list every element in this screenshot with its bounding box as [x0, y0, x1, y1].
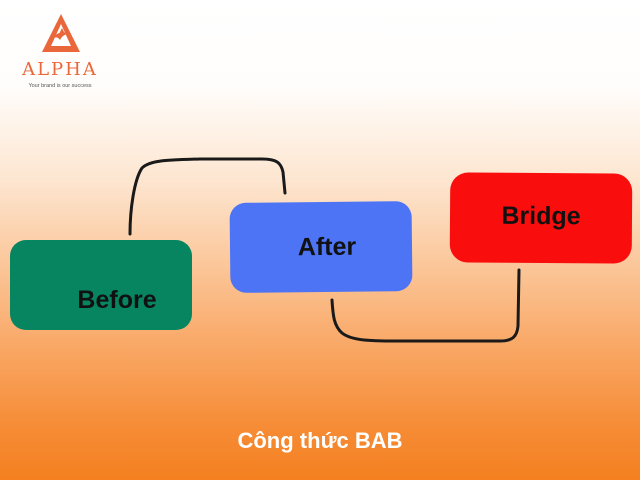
connector-before-after [128, 157, 287, 236]
logo-tagline: Your brand is our success [28, 83, 92, 89]
bridge-box: Bridge [449, 172, 633, 264]
before-label: Before [77, 285, 157, 314]
after-box: After [229, 201, 413, 293]
before-box: Before [10, 240, 192, 330]
brand-logo: ALPHA Your brand is our success [10, 10, 110, 92]
alpha-logo-icon [42, 14, 80, 52]
connector-after-bridge [330, 268, 521, 343]
logo-name: ALPHA [22, 59, 98, 80]
after-label: After [297, 232, 357, 261]
bridge-label: Bridge [501, 201, 581, 230]
caption: Công thức BAB [237, 428, 403, 453]
